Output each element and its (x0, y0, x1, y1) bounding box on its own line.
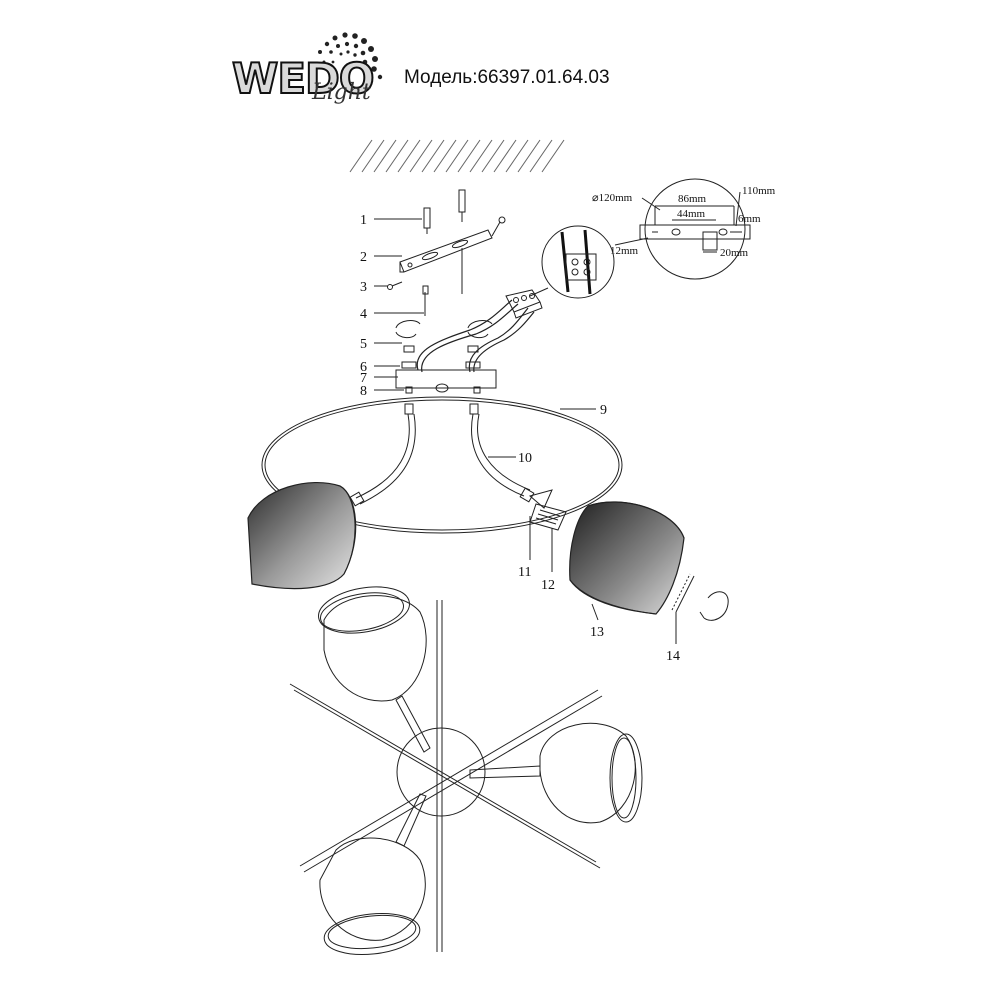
decor-ring-inner (264, 399, 620, 531)
lamp-socket (528, 489, 567, 531)
part-number-5: 5 (360, 337, 367, 352)
dim-110: 110mm (742, 185, 776, 197)
terminal-block (505, 289, 543, 319)
wires (416, 299, 535, 373)
assembled-view (289, 586, 643, 956)
part-number-9: 9 (600, 403, 607, 418)
part-number-3: 3 (360, 280, 367, 295)
part-number-2: 2 (360, 250, 367, 265)
connector-detail (529, 225, 615, 299)
model-number: Модель:66397.01.64.03 (404, 67, 610, 88)
dim-86: 86mm (678, 193, 707, 205)
part-number-7: 7 (360, 371, 367, 386)
glass-shade-right (569, 501, 685, 615)
part-number-6: 6 (360, 360, 367, 375)
dim-44: 44mm (677, 208, 706, 220)
dim-20: 20mm (720, 247, 749, 259)
dim-6: 6mm (738, 213, 761, 225)
brand-logo-sub: Light (312, 80, 371, 105)
part-number-8: 8 (360, 384, 367, 399)
logo-swirl-icon (318, 32, 383, 82)
glass-shade-left (247, 482, 357, 590)
part-number-10: 10 (518, 451, 532, 466)
part-number-12: 12 (541, 578, 555, 593)
dim-12: 12mm (610, 245, 639, 257)
dim-diameter: ⌀120mm (592, 192, 633, 204)
arms (349, 413, 535, 507)
part-number-4: 4 (360, 307, 367, 322)
leader-lines (374, 218, 677, 644)
ceiling-hatch (349, 139, 565, 173)
rotation-arrows (395, 320, 493, 339)
decor-ring (261, 396, 623, 534)
spring-clip (671, 573, 729, 621)
brand-logo: WEDO (231, 54, 376, 103)
mounting-plate-detail (614, 178, 751, 280)
mounting-hardware (387, 189, 506, 316)
part-number-13: 13 (590, 625, 604, 640)
part-number-11: 11 (518, 565, 531, 580)
part-number-1: 1 (360, 213, 367, 228)
part-number-14: 14 (666, 649, 680, 664)
canopy-assembly (395, 345, 497, 415)
